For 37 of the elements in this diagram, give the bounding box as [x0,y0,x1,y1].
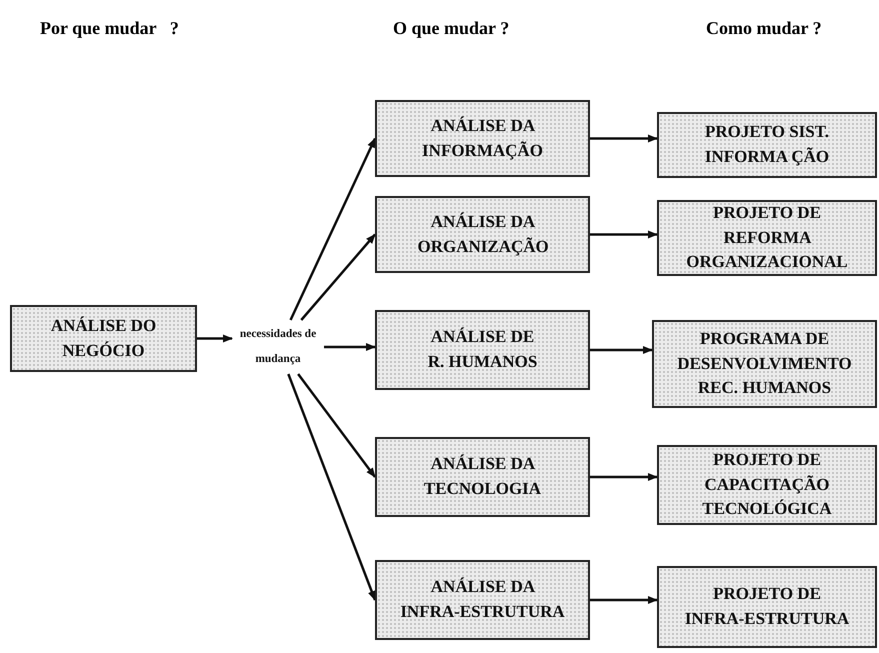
box-text: PROJETO DE REFORMA ORGANIZACIONAL [685,202,849,274]
box-text: ANÁLISE DA INFORMAÇÃO [421,114,544,162]
arrow [590,230,658,238]
process-box [375,196,590,273]
process-box [375,560,590,640]
box-text: PROGRAMA DE DESENVOLVIMENTO REC. HUMANOS [676,328,853,400]
box-text: ANÁLISE DA TECNOLOGIA [422,453,542,500]
arrow [590,596,658,604]
arrow [590,134,658,142]
process-box [657,112,877,178]
box-text: ANÁLISE DO NEGÓCIO [50,314,158,362]
arrow [590,473,658,481]
box-text: PROJETO DE CAPACITAÇÃO TECNOLÓGICA [701,449,833,520]
process-box [657,200,877,276]
box-text: PROJETO SIST. INFORMA ÇÃO [704,121,830,168]
arrow [197,334,233,342]
box-text: PROJETO DE INFRA-ESTRUTURA [684,583,850,630]
node-label: necessidades de mudança [238,326,318,367]
arrow [289,138,376,321]
process-box [657,566,877,648]
column-heading: Por que mudar ? [40,18,179,39]
box-text: ANÁLISE DE R. HUMANOS [426,326,538,373]
arrow [287,374,376,601]
box-text: ANÁLISE DA ORGANIZAÇÃO [418,210,548,258]
arrow [324,343,376,351]
column-heading: Como mudar ? [706,18,822,39]
process-box [652,320,877,408]
process-box [657,445,877,525]
process-box [10,305,197,372]
process-box [375,310,590,390]
column-heading: O que mudar ? [393,18,510,39]
process-box [375,437,590,517]
process-box [375,100,590,177]
box-text: ANÁLISE DA INFRA-ESTRUTURA [399,576,566,623]
arrow [297,373,376,478]
arrow [590,346,653,354]
arrow [300,234,376,321]
